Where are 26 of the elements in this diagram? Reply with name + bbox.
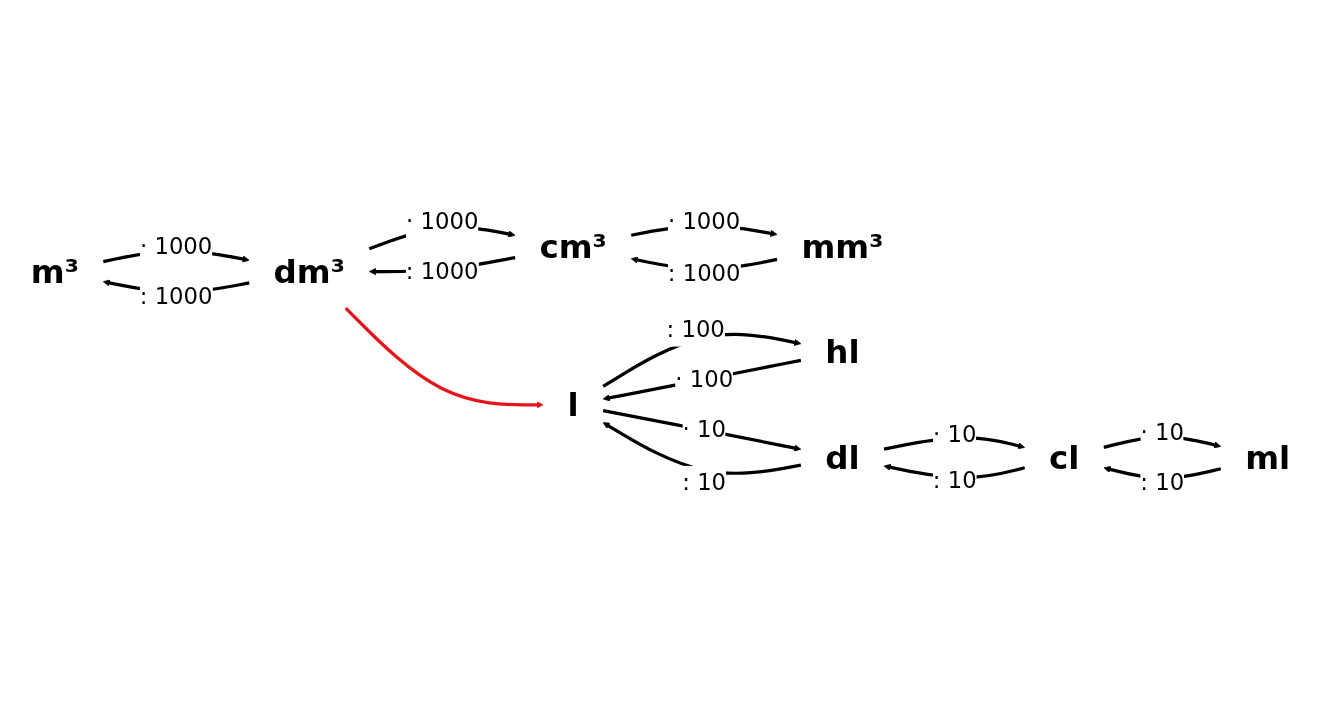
node-text: dl: [825, 438, 860, 477]
edge-label: : 100: [666, 315, 725, 343]
arrow: [602, 358, 802, 402]
edge-label: : 10: [1140, 468, 1185, 496]
arrow: [344, 307, 544, 409]
edge-label: · 1000: [667, 207, 741, 235]
node-text: ml: [1245, 438, 1291, 477]
edge-label: · 10: [682, 416, 726, 443]
edge-label: : 10: [682, 468, 727, 496]
edge-label: : 1000: [405, 257, 479, 285]
edge-label: : 10: [932, 466, 977, 494]
edge-label: · 1000: [406, 207, 479, 235]
node-text: dm³: [273, 252, 345, 291]
node-text: cl: [1049, 438, 1080, 477]
edge-label: : 1000: [667, 260, 741, 288]
edge-label: · 10: [933, 420, 977, 448]
node-text: mm³: [801, 227, 884, 266]
arrow: [602, 408, 802, 452]
edge-label: · 10: [1140, 418, 1184, 446]
node-text: cm³: [539, 227, 607, 266]
edge-label: · 100: [675, 365, 734, 393]
node-text: m³: [30, 252, 79, 291]
node-text: hl: [825, 333, 860, 371]
node-text: l: [567, 386, 579, 424]
edge-label: · 1000: [139, 232, 213, 260]
edge-label: : 1000: [139, 282, 213, 310]
